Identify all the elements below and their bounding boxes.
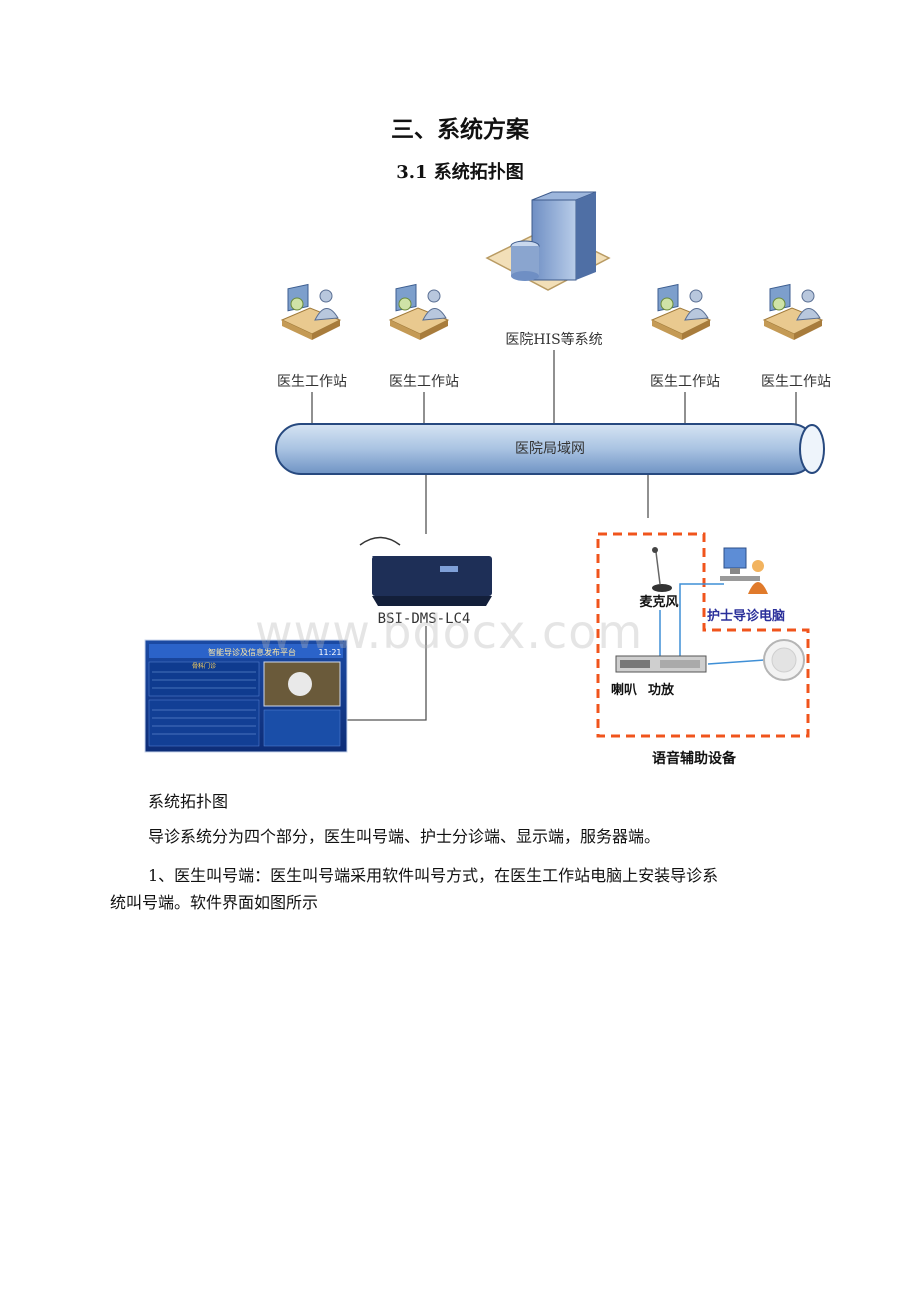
- workstation-label-2: 医生工作站: [389, 374, 459, 390]
- workstation-label-3: 医生工作站: [650, 374, 720, 390]
- workstation-label-1: 医生工作站: [277, 374, 347, 390]
- screen-header: 智能导诊及信息发布平台: [208, 647, 296, 657]
- display-screen: [144, 639, 348, 753]
- lan-pipe: [275, 423, 825, 475]
- diagram-caption: 系统拓扑图: [148, 792, 229, 811]
- lan-label: 医院局域网: [515, 441, 585, 457]
- voice-links: [659, 583, 765, 665]
- controller-label: BSI-DMS-LC4: [378, 611, 471, 627]
- paragraph-doctor-client-line2: 统叫号端。软件界面如图所示: [110, 893, 319, 912]
- nurse-pc-label: 护士导诊电脑: [707, 608, 785, 624]
- voice-group-border: [596, 532, 810, 738]
- topology-diagram: 医院HIS等系统 医生工作站 医生工作站 医生工作站 医生工作站 医院局域网 B…: [144, 191, 831, 767]
- workstation-label-4: 医生工作站: [761, 374, 831, 390]
- microphone-icon: [652, 547, 672, 592]
- workstation-3-icon: [651, 283, 711, 341]
- voice-group-label: 语音辅助设备: [652, 750, 737, 767]
- his-label: 医院HIS等系统: [505, 331, 602, 348]
- subsection-title: 3.1 系统拓扑图: [396, 162, 524, 183]
- workstation-1-icon: [281, 283, 341, 341]
- connectors: [311, 350, 797, 721]
- speaker-label: 喇叭: [611, 682, 637, 698]
- paragraph-overview: 导诊系统分为四个部分，医生叫号端、护士分诊端、显示端，服务器端。: [148, 827, 661, 846]
- workstation-4-icon: [763, 283, 823, 341]
- his-server-icon: [485, 191, 611, 291]
- ceiling-speaker-icon: [763, 639, 805, 681]
- watermark: www.bdocx.com: [255, 605, 644, 659]
- screen-dept: 骨科门诊: [192, 662, 216, 670]
- amp-label: 功放: [648, 682, 675, 698]
- amplifier-icon: [615, 655, 707, 673]
- section-title: 三、系统方案: [391, 116, 529, 143]
- nurse-pc-icon: [720, 547, 768, 594]
- workstation-2-icon: [389, 283, 449, 341]
- screen-time: 11:21: [318, 648, 341, 657]
- controller-device-icon: [359, 536, 492, 606]
- mic-label: 麦克风: [639, 594, 678, 610]
- paragraph-doctor-client-line1: 1、医生叫号端：医生叫号端采用软件叫号方式，在医生工作站电脑上安装导诊系: [148, 866, 719, 885]
